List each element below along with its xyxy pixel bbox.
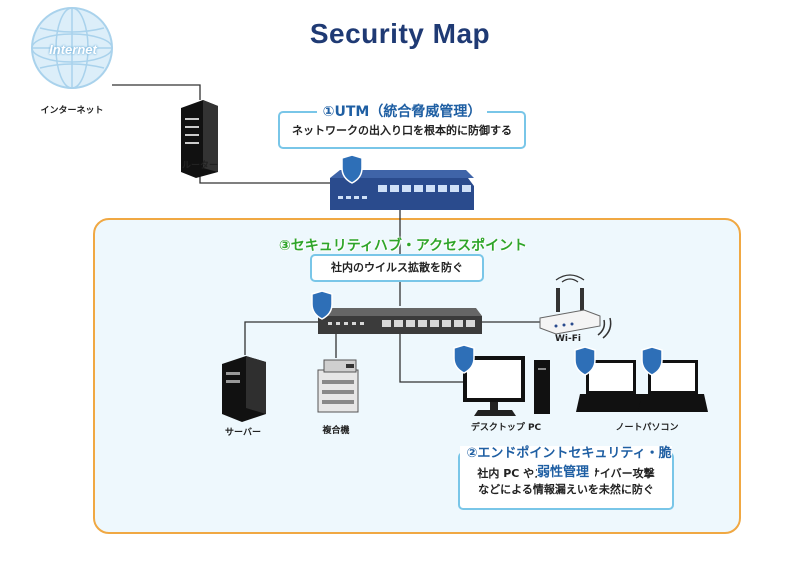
server-label: サーバー bbox=[225, 428, 261, 438]
desktop-pc-icon bbox=[463, 356, 550, 416]
page-title: Security Map bbox=[309, 18, 491, 49]
hub-heading: ③セキュリティハブ・アクセスポイント bbox=[278, 238, 528, 254]
shield-icon bbox=[574, 346, 596, 376]
line-hub-desktop bbox=[399, 332, 463, 383]
printer-label: 複合機 bbox=[322, 426, 350, 436]
line-internet-router bbox=[112, 84, 201, 100]
hub-switch-icon bbox=[318, 308, 482, 334]
shield-icon bbox=[641, 346, 663, 376]
line-hub-server bbox=[244, 321, 318, 355]
shield-icon bbox=[311, 290, 333, 320]
utm-heading: ①UTM（統合脅威管理） bbox=[316, 104, 488, 120]
laptops-label: ノートパソコン bbox=[615, 423, 679, 433]
shield-icon bbox=[453, 344, 475, 374]
internet-label: インターネット bbox=[40, 106, 104, 116]
laptop-icon bbox=[638, 360, 708, 412]
hub-callout: 社内のウイルス拡散を防ぐ bbox=[310, 254, 484, 282]
utm-callout: ①UTM（統合脅威管理） ネットワークの出入り口を根本的に防御する bbox=[278, 104, 526, 149]
hub-description: 社内のウイルス拡散を防ぐ bbox=[331, 261, 463, 274]
utm-device-icon bbox=[330, 170, 474, 210]
endpoint-heading: ②エンドポイントセキュリティ・脆弱性管理 bbox=[460, 446, 672, 480]
globe-icon bbox=[31, 7, 113, 89]
server-icon bbox=[222, 356, 266, 422]
utm-description: ネットワークの出入り口を根本的に防御する bbox=[292, 124, 512, 137]
endpoint-callout: ②エンドポイントセキュリティ・脆弱性管理 社内 PC やスマホへのサイバー攻撃 … bbox=[458, 446, 674, 510]
wifi-label: Wi-Fi bbox=[555, 334, 581, 344]
globe-label: Internet bbox=[49, 42, 97, 57]
wifi-access-point-icon bbox=[539, 274, 612, 339]
router-icon bbox=[181, 100, 218, 178]
line-router-utm bbox=[199, 170, 330, 184]
shield-icon bbox=[341, 154, 363, 184]
desktop-label: デスクトップ PC bbox=[470, 423, 542, 433]
endpoint-line2: などによる情報漏えいを未然に防ぐ bbox=[478, 483, 654, 496]
router-label: ルーター bbox=[181, 161, 218, 171]
printer-icon bbox=[317, 359, 359, 413]
